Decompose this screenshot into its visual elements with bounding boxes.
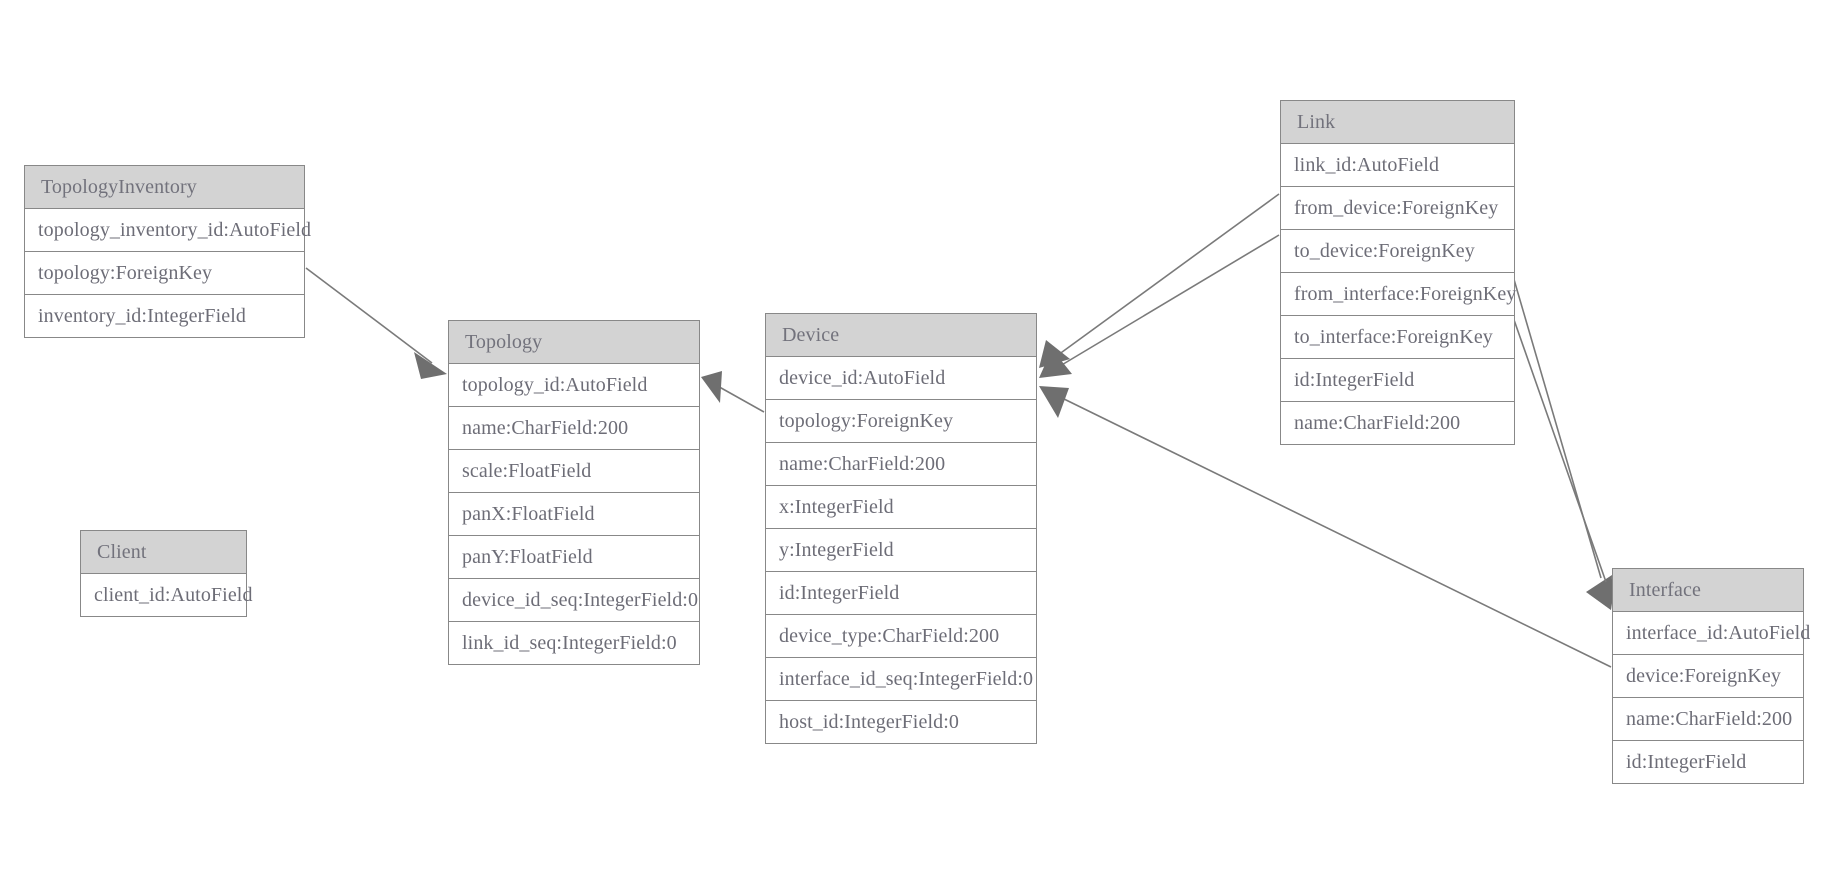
entity-topologyinventory[interactable]: TopologyInventory topology_inventory_id:… <box>24 165 311 338</box>
entity-field: name:CharField:200 <box>449 407 699 450</box>
entity-field: y:IntegerField <box>766 529 1036 572</box>
entity-field: from_interface:ForeignKey <box>1281 273 1516 316</box>
entity-field: id:IntegerField <box>766 572 1036 615</box>
entity-field: inventory_id:IntegerField <box>25 295 304 337</box>
entity-field: device_id:AutoField <box>766 357 1036 400</box>
entity-title: Device <box>766 314 1036 357</box>
entity-field: device_id_seq:IntegerField:0 <box>449 579 699 622</box>
edge-link-to-device <box>1039 234 1280 378</box>
edge-link-to-interface <box>1512 316 1616 610</box>
entity-field: link_id_seq:IntegerField:0 <box>449 622 699 664</box>
entity-field: to_device:ForeignKey <box>1281 230 1514 273</box>
entity-field: interface_id:AutoField <box>1613 612 1810 655</box>
entity-field: id:IntegerField <box>1281 359 1514 402</box>
entity-field: id:IntegerField <box>1613 741 1803 783</box>
entity-field: topology:ForeignKey <box>25 252 304 295</box>
entity-title: Topology <box>449 321 699 364</box>
entity-link[interactable]: Link link_id:AutoField from_device:Forei… <box>1280 100 1516 445</box>
entity-field: topology_inventory_id:AutoField <box>25 209 311 252</box>
entity-title: Client <box>81 531 246 574</box>
edge-link-from-device <box>1039 193 1280 368</box>
entity-field: topology:ForeignKey <box>766 400 1036 443</box>
entity-device[interactable]: Device device_id:AutoField topology:Fore… <box>765 313 1037 744</box>
entity-field: host_id:IntegerField:0 <box>766 701 1036 743</box>
entity-field: scale:FloatField <box>449 450 699 493</box>
entity-field: to_interface:ForeignKey <box>1281 316 1514 359</box>
entity-field: x:IntegerField <box>766 486 1036 529</box>
edge-device-to-topology <box>701 371 765 413</box>
entity-field: topology_id:AutoField <box>449 364 699 407</box>
entity-client[interactable]: Client client_id:AutoField <box>80 530 252 617</box>
entity-field: interface_id_seq:IntegerField:0 <box>766 658 1036 701</box>
entity-field: client_id:AutoField <box>81 574 252 616</box>
entity-title: Link <box>1281 101 1514 144</box>
entity-title: TopologyInventory <box>25 166 304 209</box>
entity-field: panX:FloatField <box>449 493 699 536</box>
entity-field: name:CharField:200 <box>766 443 1036 486</box>
entity-topology[interactable]: Topology topology_id:AutoField name:Char… <box>448 320 700 665</box>
edge-link-from-interface <box>1512 275 1612 610</box>
edge-topologyinventory-to-topology <box>305 267 447 379</box>
entity-interface[interactable]: Interface interface_id:AutoField device:… <box>1612 568 1810 784</box>
entity-field: link_id:AutoField <box>1281 144 1514 187</box>
entity-field: panY:FloatField <box>449 536 699 579</box>
entity-field: name:CharField:200 <box>1613 698 1803 741</box>
entity-field: from_device:ForeignKey <box>1281 187 1514 230</box>
entity-field: name:CharField:200 <box>1281 402 1514 444</box>
entity-field: device:ForeignKey <box>1613 655 1803 698</box>
entity-title: Interface <box>1613 569 1803 612</box>
entity-field: device_type:CharField:200 <box>766 615 1036 658</box>
